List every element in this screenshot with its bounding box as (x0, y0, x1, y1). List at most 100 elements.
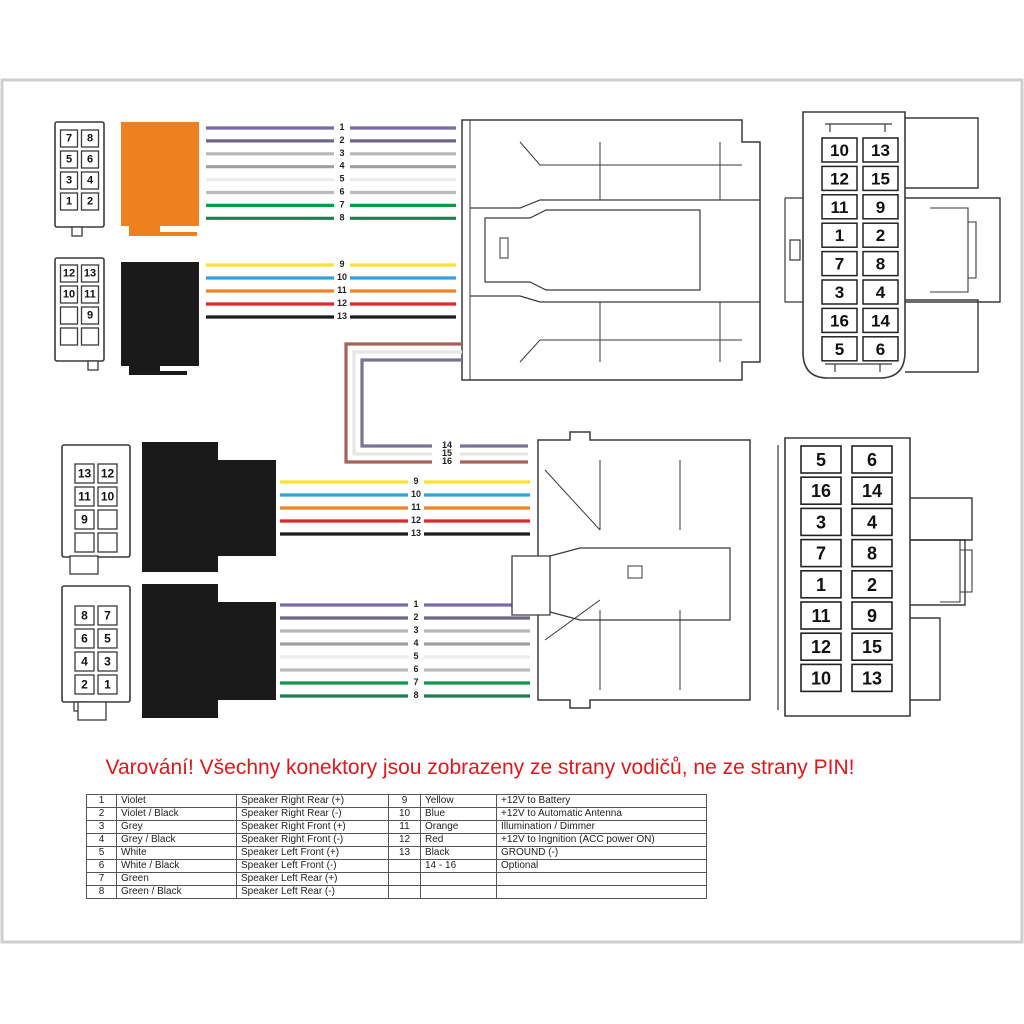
legend-cell: Speaker Right Rear (-) (236, 807, 389, 821)
pin-cell (862, 279, 899, 305)
legend-cell: 12 (388, 833, 421, 847)
legend-cell: Yellow (420, 794, 497, 808)
warning-text: Varování! Všechny konektory jsou zobraze… (105, 756, 855, 779)
legend-cell (388, 885, 421, 899)
legend-cell: White / Black (116, 859, 237, 873)
pin-number: 1 (835, 226, 844, 245)
wire-label: 15 (442, 448, 452, 458)
legend-cell: 6 (86, 859, 117, 873)
pin-cell (851, 507, 893, 537)
pin-number: 1 (104, 678, 111, 692)
wire-16 (344, 342, 462, 464)
pin-number: 11 (811, 606, 830, 626)
orange-plug-block (121, 122, 199, 236)
pin-cell (97, 486, 118, 507)
legend-cell: 8 (86, 885, 117, 899)
pin-number: 5 (835, 340, 844, 359)
face-side-clip (905, 197, 1001, 303)
legend-cell: 9 (388, 794, 421, 808)
legend-cell (496, 872, 707, 886)
pin-cell (74, 532, 95, 553)
pin-cell (59, 306, 79, 325)
legend-cell: 13 (388, 846, 421, 860)
wire-label: 7 (339, 199, 344, 209)
face-side-lugs (910, 497, 973, 701)
pin-number: 12 (63, 268, 75, 280)
legend-cell: Speaker Left Front (-) (236, 859, 389, 873)
pin-number: 14 (862, 481, 882, 501)
pin-cell (74, 628, 95, 649)
legend-cell (388, 872, 421, 886)
pin-cell (97, 605, 118, 626)
wire-label: 3 (339, 148, 344, 158)
pin-number: 11 (84, 289, 96, 301)
pin-number: 8 (876, 255, 885, 274)
pin-number: 4 (87, 175, 94, 187)
pin-number: 13 (84, 268, 96, 280)
wire-label: 7 (413, 677, 418, 687)
pin-cell (97, 463, 118, 484)
legend-cell: Black (420, 846, 497, 860)
legend-cell: Red (420, 833, 497, 847)
pin-cell (851, 476, 893, 506)
pin-cell (74, 486, 95, 507)
pin-number: 12 (830, 169, 849, 188)
pin-number: 3 (835, 283, 844, 302)
legend-cell: Green (116, 872, 237, 886)
legend-cell (420, 872, 497, 886)
legend-cell: Violet / Black (116, 807, 237, 821)
pin-cell (800, 601, 842, 630)
connector-tab (87, 360, 99, 371)
pin-cell (80, 192, 100, 211)
wire-label: 1 (413, 599, 418, 609)
pin-cell (74, 509, 95, 530)
pin-number: 12 (811, 637, 831, 657)
wire-label: 11 (411, 502, 421, 512)
wire-label: 13 (411, 528, 421, 538)
legend-cell: 7 (86, 872, 117, 886)
wire-label: 8 (339, 212, 344, 222)
pin-number: 9 (87, 310, 93, 322)
wire-label: 4 (413, 638, 418, 648)
pin-number: 10 (63, 289, 75, 301)
wire-label: 2 (339, 135, 344, 145)
pin-number: 14 (871, 311, 890, 330)
pin-number: 16 (811, 481, 831, 501)
pin-number: 5 (66, 154, 72, 166)
pin-number: 15 (862, 637, 882, 657)
connector-tab (77, 701, 107, 721)
black-plug-block (121, 262, 199, 375)
wire-label: 6 (339, 187, 344, 197)
pin-number: 8 (81, 609, 88, 623)
pin-number: 9 (867, 606, 877, 626)
legend-cell (496, 885, 707, 899)
legend-cell: 10 (388, 807, 421, 821)
pin-cell (862, 194, 899, 220)
wire-label: 3 (413, 625, 418, 635)
pin-number: 7 (104, 609, 111, 623)
pin-number: 6 (876, 340, 885, 359)
pin-number: 10 (811, 668, 831, 688)
wire-label: 6 (413, 664, 418, 674)
wire-label: 14 (442, 440, 452, 450)
pin-number: 6 (87, 154, 93, 166)
pin-cell (862, 336, 899, 362)
legend-cell: Speaker Right Rear (+) (236, 794, 389, 808)
wire-label: 12 (411, 515, 421, 525)
pin-number: 4 (876, 283, 886, 302)
pin-cell (97, 509, 118, 530)
pin-cell (59, 150, 79, 169)
legend-cell: Violet (116, 794, 237, 808)
pin-cell (97, 532, 118, 553)
pin-cell (59, 327, 79, 346)
legend-cell: 5 (86, 846, 117, 860)
pin-cell (851, 663, 893, 693)
pin-cell (851, 538, 893, 568)
pin-cell (800, 538, 842, 568)
black-plug-block (142, 584, 276, 718)
